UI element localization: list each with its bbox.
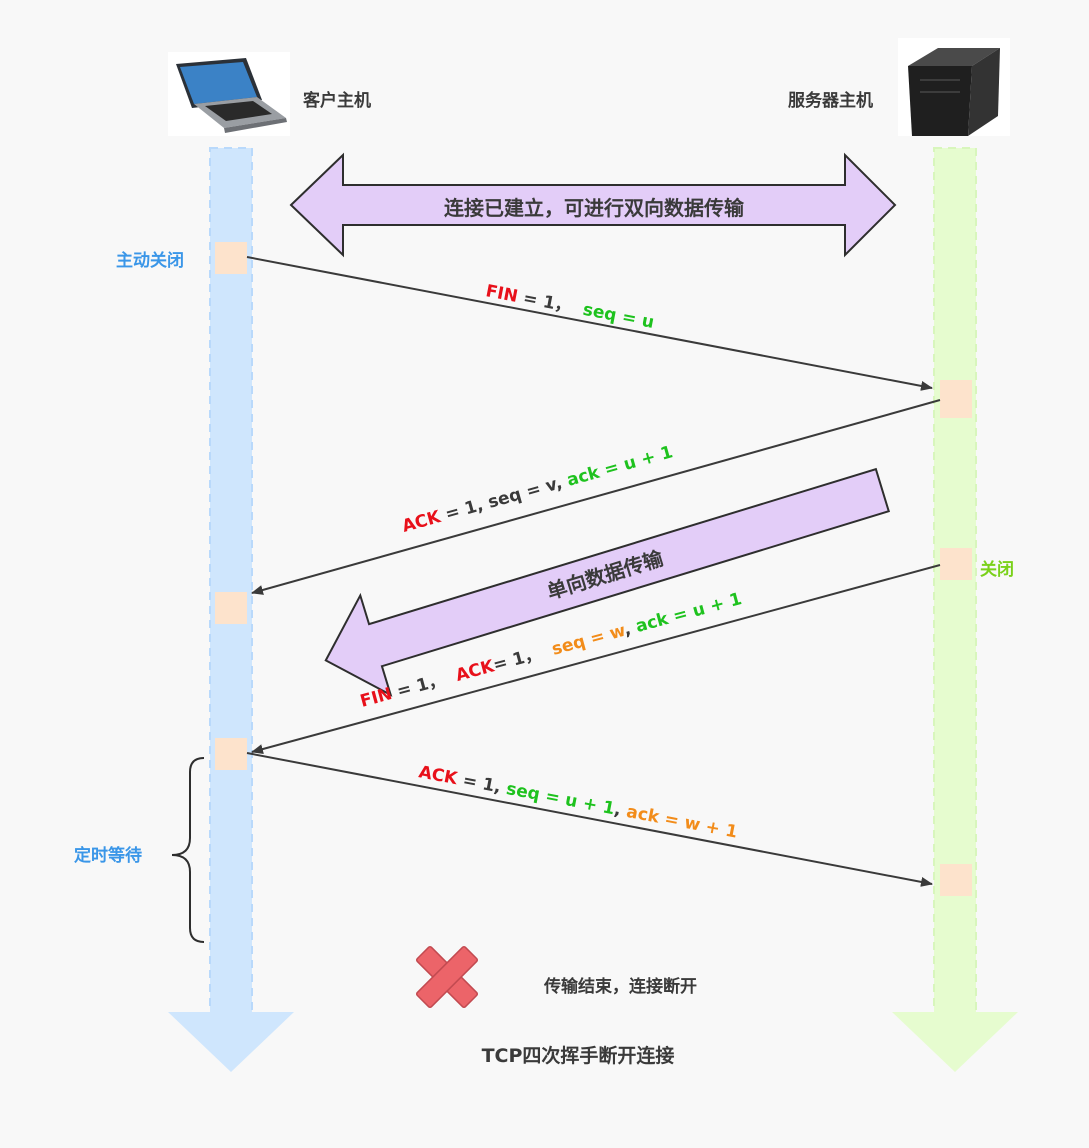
- one-way-banner-arrow: 单向数据传输: [324, 467, 891, 697]
- state-box-client-1: [215, 242, 247, 274]
- ack-arrow-4: [246, 752, 933, 887]
- message-2-label: ACK = 1, seq = v, ack = u + 1: [400, 442, 675, 537]
- fin-ack-arrow-3: [251, 564, 941, 754]
- established-banner-text: 连接已建立，可进行双向数据传输: [444, 196, 745, 220]
- bidirectional-banner-arrow: [289, 152, 897, 258]
- state-box-client-3: [215, 738, 247, 770]
- server-lane: [892, 147, 1018, 1072]
- fin-arrow-1: [246, 256, 933, 391]
- state-box-server-3: [940, 864, 972, 896]
- server-tower-icon: [898, 38, 1010, 136]
- cross-icon: [415, 945, 479, 1009]
- message-4-label: ACK = 1, seq = u + 1, ack = w + 1: [417, 762, 739, 842]
- client-host-label: 客户主机: [302, 90, 371, 111]
- state-box-server-1: [940, 380, 972, 418]
- ack-arrow-2: [251, 399, 941, 595]
- transmission-end-text: 传输结束，连接断开: [543, 976, 697, 997]
- timed-wait-brace: [171, 757, 205, 943]
- state-box-server-2: [940, 548, 972, 580]
- timed-wait-label: 定时等待: [74, 845, 142, 866]
- client-lane: [168, 147, 294, 1072]
- close-label: 关闭: [980, 559, 1014, 580]
- laptop-icon: [168, 52, 290, 136]
- server-host-label: 服务器主机: [788, 90, 873, 111]
- diagram-title: TCP四次挥手断开连接: [482, 1044, 675, 1067]
- active-close-label: 主动关闭: [116, 250, 184, 271]
- state-box-client-2: [215, 592, 247, 624]
